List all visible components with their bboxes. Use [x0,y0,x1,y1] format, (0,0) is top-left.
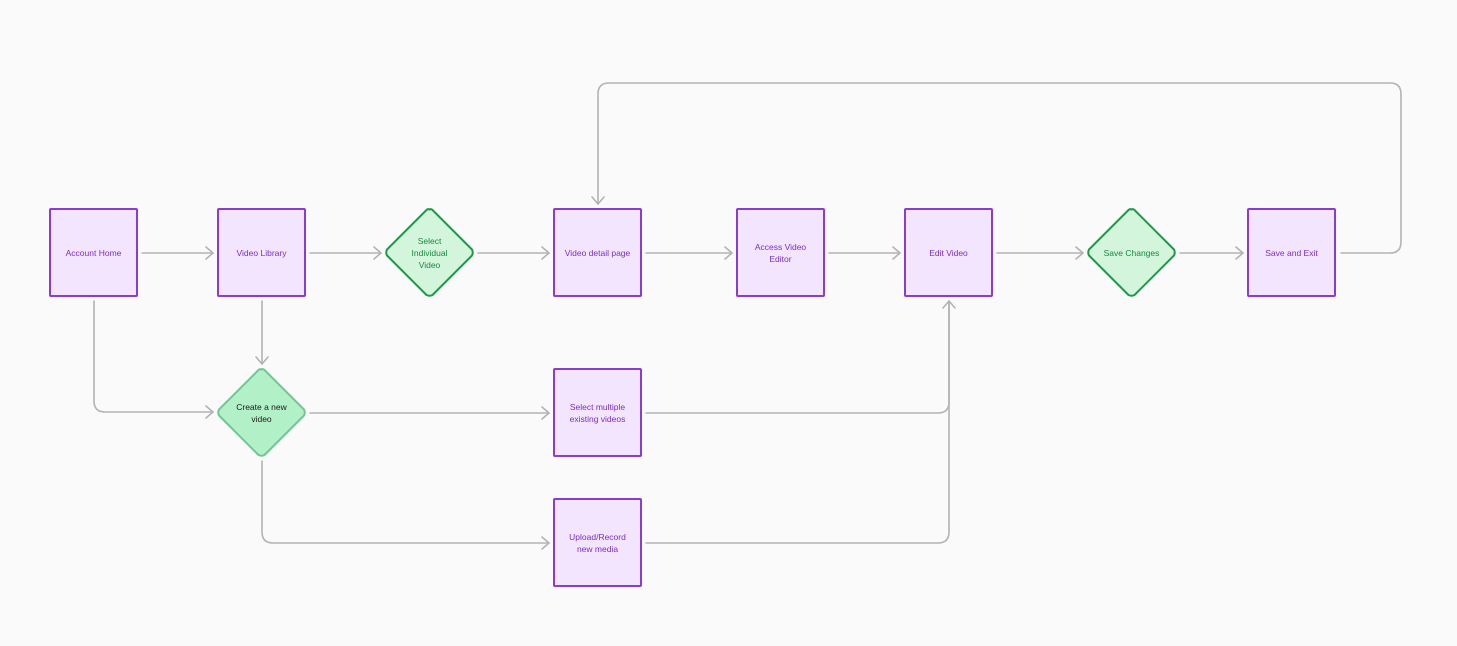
arrowhead [724,246,733,260]
diamond-shape [1087,208,1176,297]
node-save-and-exit[interactable]: Save and Exit [1247,208,1336,297]
arrowhead [255,356,269,365]
arrowhead [205,405,214,419]
arrowhead [541,246,550,260]
arrowhead [541,536,550,550]
node-upload-record-new-media[interactable]: Upload/Record new media [553,498,642,587]
arrowhead [1075,246,1084,260]
edge-save-and-exit-loop-to-video-detail [597,82,1402,254]
node-label: Save and Exit [1265,247,1318,258]
decision-select-individual-video[interactable]: Select Individual Video [385,208,474,297]
edge-upload-to-edit-video [645,300,950,544]
node-account-home[interactable]: Account Home [49,208,138,297]
node-label: Create a new video [236,401,287,424]
diamond-shape [385,208,474,297]
arrowhead [892,246,901,260]
node-label: Video detail page [564,247,631,258]
arrowhead [205,246,214,260]
node-edit-video[interactable]: Edit Video [904,208,993,297]
node-label: Access Video Editor [754,241,807,264]
node-label: Edit Video [929,247,968,258]
decision-create-new-video[interactable]: Create a new video [217,368,306,457]
node-video-library[interactable]: Video Library [217,208,306,297]
arrowhead [1235,246,1244,260]
edge-select-multiple-to-edit-video [645,300,950,414]
edge-create-video-to-upload [261,460,550,544]
arrowhead [591,196,605,205]
arrowhead [541,406,550,420]
node-label: Select Individual Video [411,235,448,270]
arrowhead [942,300,956,309]
node-label: Save Changes [1103,247,1160,258]
arrowhead [373,246,382,260]
edge-account-home-to-create-video [93,300,214,413]
node-label: Upload/Record new media [569,531,626,554]
decision-save-changes[interactable]: Save Changes [1087,208,1176,297]
node-label: Select multiple existing videos [569,401,626,424]
node-label: Video Library [236,247,287,258]
node-access-video-editor[interactable]: Access Video Editor [736,208,825,297]
node-video-detail-page[interactable]: Video detail page [553,208,642,297]
diamond-shape [217,368,306,457]
node-select-multiple-existing-videos[interactable]: Select multiple existing videos [553,368,642,457]
node-label: Account Home [65,247,122,258]
